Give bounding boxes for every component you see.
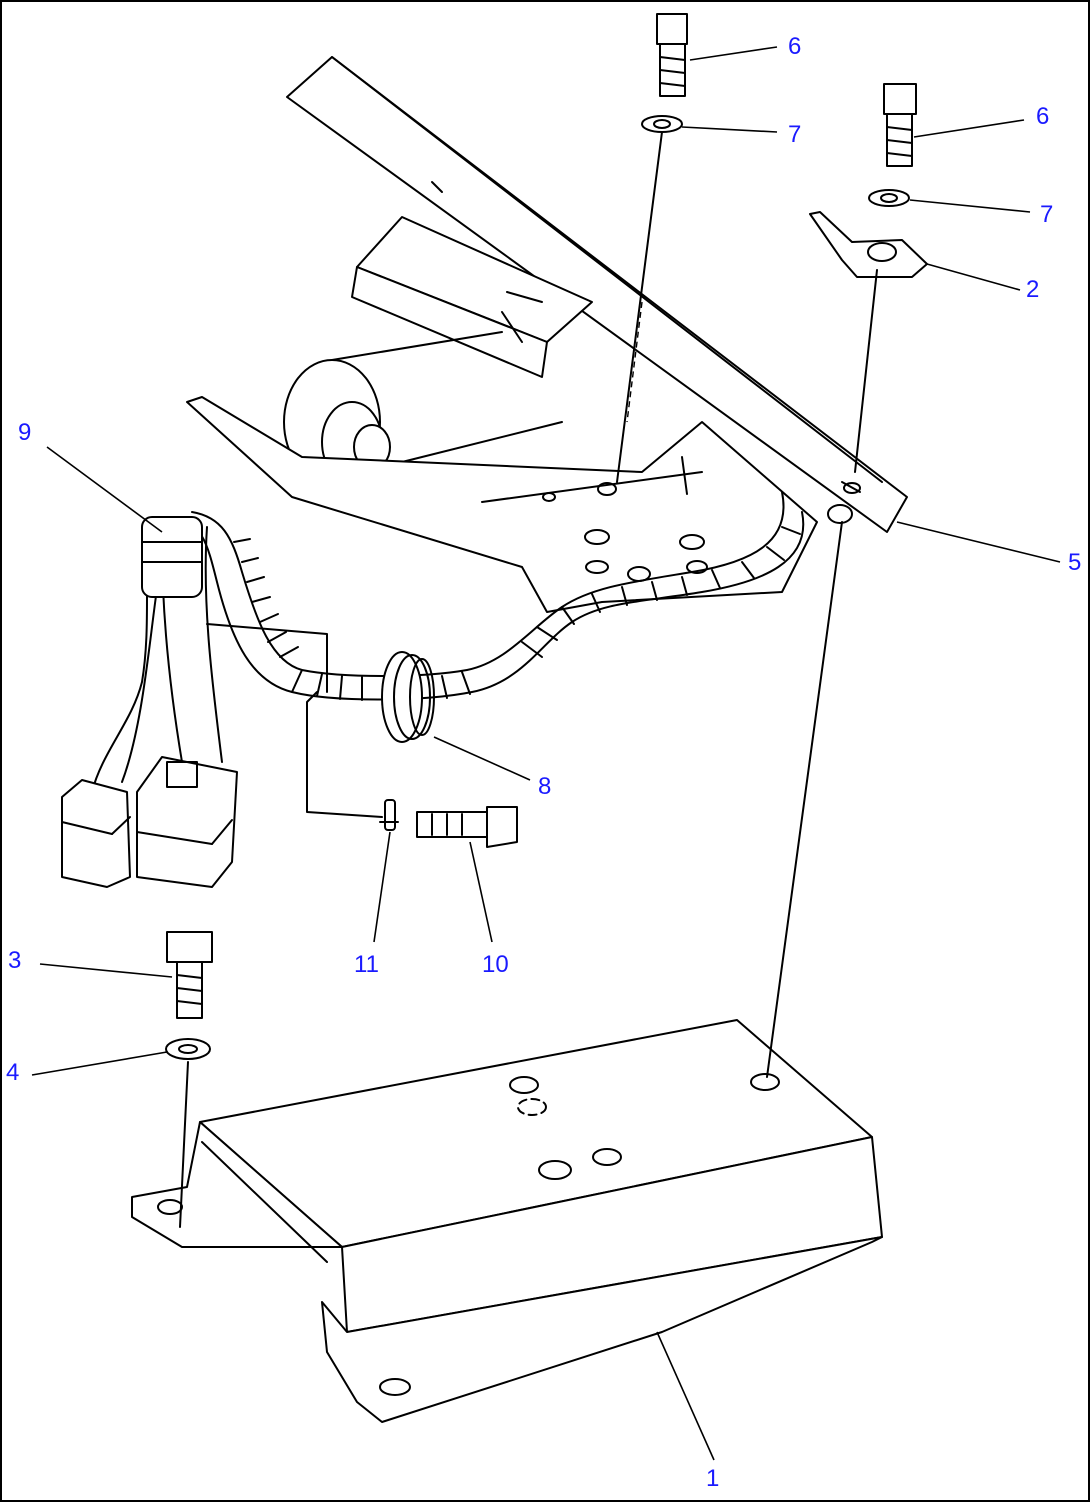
callout-2: 2	[1026, 276, 1039, 303]
connector-b	[136, 756, 238, 888]
callout-7-upper-left: 7	[788, 121, 801, 148]
part-9-wiring-harness	[61, 491, 805, 888]
part-8-grommet	[381, 651, 435, 743]
part-4-washer	[165, 1038, 211, 1060]
part-10-bolt	[416, 806, 518, 848]
part-1-mounting-bracket	[131, 1019, 883, 1423]
callout-11: 11	[354, 951, 379, 978]
callout-9: 9	[18, 419, 31, 446]
callout-6-upper-right: 6	[1036, 103, 1049, 130]
callout-6-upper-left: 6	[788, 33, 801, 60]
callout-10: 10	[482, 951, 509, 978]
part-7-washer-right	[868, 189, 910, 207]
callout-4: 4	[6, 1059, 19, 1086]
part-5-controller-plate	[186, 56, 908, 613]
part-7-washer-left	[641, 115, 683, 133]
part-3-bolt	[166, 931, 213, 1019]
callout-labels: 6 7 6 7 2 5 9 8 11 10 3 4 1	[6, 33, 1081, 1492]
part-6-bolt-upper-left	[656, 13, 688, 97]
callout-1: 1	[706, 1465, 719, 1492]
connector-a	[61, 779, 131, 888]
leader-lines	[31, 46, 1061, 1461]
assembly-lines	[179, 131, 878, 1228]
callout-7-upper-right: 7	[1040, 201, 1053, 228]
callout-3: 3	[8, 947, 21, 974]
part-6-bolt-upper-right	[883, 83, 917, 167]
callout-8: 8	[538, 773, 551, 800]
part-2-clamp-bracket	[809, 211, 928, 278]
callout-5: 5	[1068, 549, 1081, 576]
part-11-clip	[379, 799, 399, 831]
